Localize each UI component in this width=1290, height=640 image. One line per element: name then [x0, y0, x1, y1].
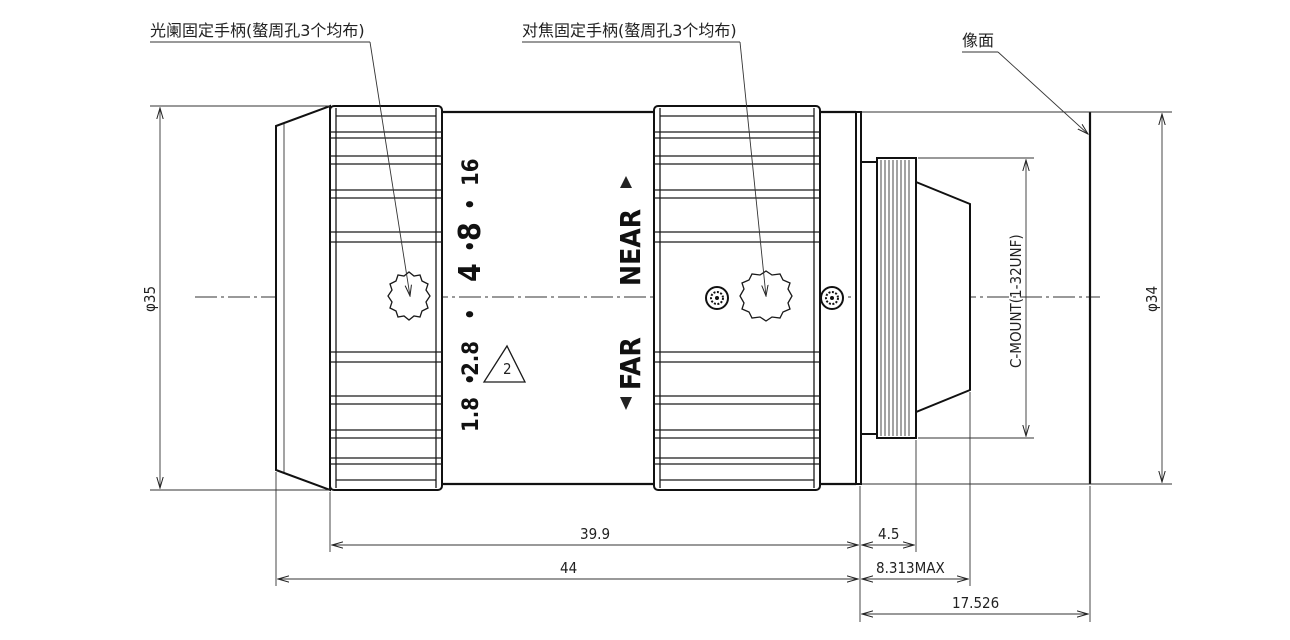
far-arrow-icon — [620, 397, 632, 410]
callout-focus: 对焦固定手柄(螯周孔3个均布) — [522, 21, 766, 296]
triangle-number: 2 — [503, 360, 512, 378]
focus-ring — [653, 105, 821, 491]
dim-rear-protrusion-text: 8.313MAX — [876, 559, 945, 577]
aperture-mark-1-8: 1.8 — [459, 397, 484, 432]
aperture-mark-4: 4 — [453, 263, 488, 282]
dim-flange-focal: 17.526 — [862, 594, 1088, 614]
far-label: FAR — [614, 337, 647, 390]
dim-front-diameter-text: φ35 — [141, 286, 159, 312]
dim-c-mount: C-MOUNT(1-32UNF) — [918, 157, 1034, 439]
aperture-mark-2-8: 2.8 — [459, 341, 484, 376]
aperture-dot: • — [458, 373, 482, 385]
callout-aperture-text: 光阑固定手柄(螯周孔3个均布) — [150, 21, 365, 40]
dim-rear-protrusion: 8.313MAX — [862, 559, 968, 579]
aperture-dot: • — [458, 308, 482, 320]
near-label: NEAR — [614, 209, 647, 286]
callout-image-plane: 像面 — [962, 31, 1088, 134]
aperture-dot: • — [458, 198, 482, 210]
aperture-mark-8: 8 — [453, 222, 488, 241]
dim-rear-diameter-text: φ34 — [1143, 286, 1161, 312]
lens-barrel-body — [442, 110, 654, 486]
dim-flange-focal-text: 17.526 — [952, 594, 999, 612]
warning-triangle: 2 — [482, 344, 527, 383]
dim-front-diameter: φ35 — [141, 105, 330, 491]
dim-body-length: 39.9 — [332, 525, 858, 545]
dim-flange-step: 4.5 — [862, 525, 914, 545]
aperture-ring — [329, 105, 443, 491]
dim-flange-step-text: 4.5 — [878, 525, 899, 543]
dim-extension-lines — [275, 392, 1091, 622]
c-mount-thread — [860, 157, 971, 439]
knurled-screw-right — [820, 286, 844, 310]
callout-image-plane-text: 像面 — [962, 31, 994, 50]
near-arrow-icon — [620, 176, 632, 188]
aperture-scale: 1.8 • 2.8 • 4 • 8 • 16 2 — [453, 158, 527, 432]
dim-rear-diameter: φ34 — [862, 111, 1172, 485]
knurled-screw-left — [705, 286, 729, 310]
dim-total-length-text: 44 — [560, 559, 577, 577]
aperture-mark-16: 16 — [459, 158, 484, 186]
dim-c-mount-text: C-MOUNT(1-32UNF) — [1007, 234, 1025, 368]
aperture-dot: • — [458, 240, 482, 252]
focus-fixing-hole — [739, 270, 793, 322]
dim-body-length-text: 39.9 — [580, 525, 610, 543]
callout-focus-text: 对焦固定手柄(螯周孔3个均布) — [522, 21, 737, 40]
aperture-fixing-hole — [387, 271, 431, 321]
callout-aperture: 光阑固定手柄(螯周孔3个均布) — [150, 21, 410, 296]
dim-total-length: 44 — [278, 559, 858, 579]
front-lens-cone — [275, 104, 331, 492]
focus-scale: NEAR FAR — [614, 176, 647, 410]
